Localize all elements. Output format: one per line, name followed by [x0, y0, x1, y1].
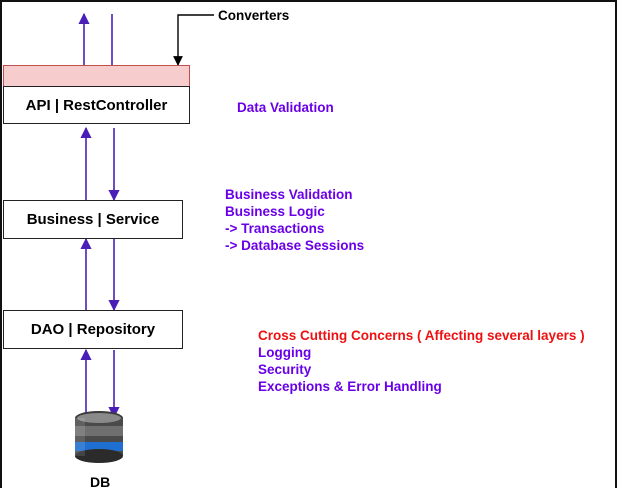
- api-layer-box: API | RestController: [3, 86, 190, 124]
- converters-pointer: [173, 14, 214, 66]
- business-note-2: -> Transactions: [225, 221, 325, 236]
- cross-cutting-note-2: Exceptions & Error Handling: [258, 379, 442, 394]
- converter-band: [3, 65, 190, 87]
- api-note-0: Data Validation: [237, 100, 334, 115]
- business-note-0: Business Validation: [225, 187, 353, 202]
- api-layer-label: API | RestController: [25, 96, 168, 114]
- db-label: DB: [90, 474, 111, 488]
- business-note-1: Business Logic: [225, 204, 325, 219]
- cross-cutting-note-0: Logging: [258, 345, 312, 360]
- business-layer-box: Business | Service: [3, 200, 183, 239]
- dao-layer-label: DAO | Repository: [30, 321, 156, 338]
- cross-cutting-note-1: Security: [258, 362, 312, 377]
- business-layer-label: Business | Service: [26, 211, 160, 228]
- cross-cutting-notes: Cross Cutting Concerns ( Affecting sever…: [258, 327, 585, 395]
- cross-cutting-title: Cross Cutting Concerns ( Affecting sever…: [258, 328, 585, 343]
- database-icon: [75, 411, 123, 463]
- dao-layer-box: DAO | Repository: [3, 310, 183, 349]
- business-note-3: -> Database Sessions: [225, 238, 365, 253]
- business-notes: Business Validation Business Logic -> Tr…: [225, 186, 364, 254]
- converters-label: Converters: [218, 8, 290, 23]
